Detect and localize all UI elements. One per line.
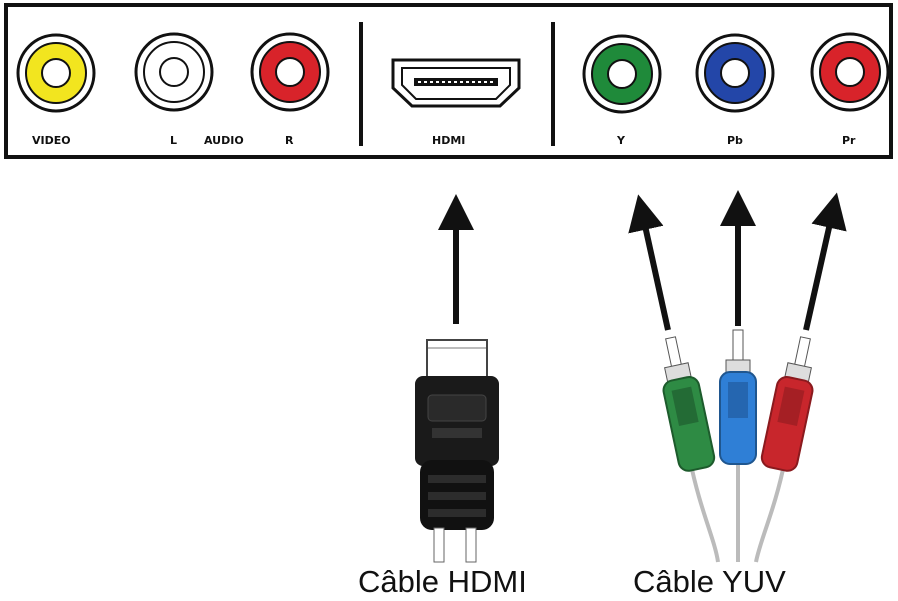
hdmi-cable-caption: Câble HDMI (358, 564, 527, 599)
hdmi-port (391, 58, 521, 108)
pb-jack (695, 33, 775, 113)
blue-plug (719, 329, 757, 465)
pr-arrow (803, 192, 847, 331)
video-label: VIDEO (32, 134, 71, 147)
hdmi-plug (415, 339, 499, 563)
pr-jack (810, 32, 890, 112)
y-label: Y (616, 134, 626, 147)
audio-right-label: R (285, 134, 294, 147)
audio-label: AUDIO (204, 134, 244, 147)
connection-arrows (438, 190, 847, 331)
yuv-plugs (662, 329, 814, 563)
audio-left-label: L (170, 134, 177, 147)
audio-left-jack (134, 32, 214, 112)
yuv-cable-caption: Câble YUV (633, 564, 786, 599)
audio-right-jack (250, 32, 330, 112)
pb-label: Pb (727, 134, 743, 147)
y-jack (582, 34, 662, 114)
connector-panel: VIDEO L AUDIO R HDMI Y Pb Pr (4, 3, 893, 159)
hdmi-label: HDMI (432, 134, 465, 147)
y-arrow (628, 194, 671, 331)
video-jack (16, 33, 96, 113)
green-plug (662, 336, 716, 472)
red-plug (760, 336, 814, 472)
pr-label: Pr (842, 134, 856, 147)
